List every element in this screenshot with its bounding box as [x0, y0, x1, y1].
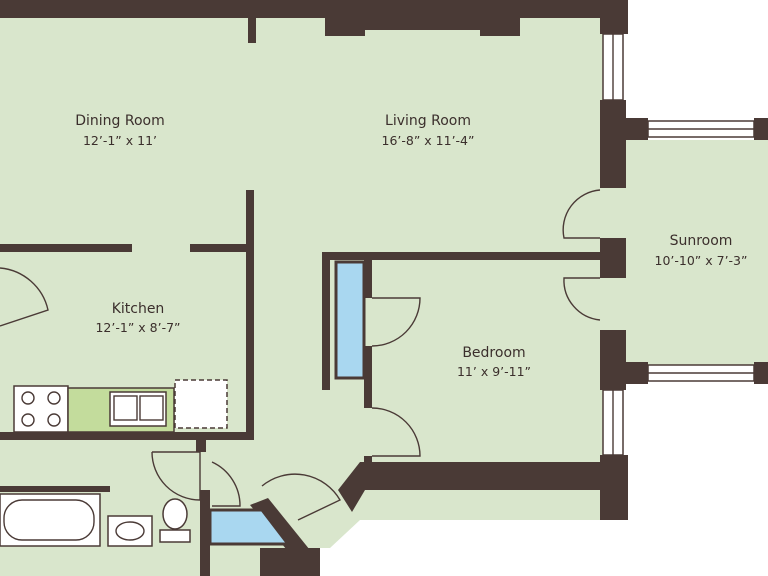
bedroom-closet: [334, 260, 366, 380]
room-name-bedroom: Bedroom: [462, 345, 525, 361]
toilet-tank: [159, 529, 191, 543]
room-dims-bedroom: 11’ x 9’-11”: [457, 364, 531, 379]
wall-top-center: [365, 14, 480, 30]
refrigerator: [174, 379, 228, 429]
stove-burner: [21, 413, 35, 427]
bath-sink: [107, 515, 153, 547]
wall-closet-right-lower: [364, 346, 372, 390]
bathtub: [0, 493, 101, 547]
floor-area: [0, 10, 768, 576]
wall-bedroom-top: [322, 252, 600, 260]
wall-right-pier-top: [612, 118, 648, 140]
door-bath-closet[interactable]: [211, 461, 241, 507]
door-entry[interactable]: [261, 473, 341, 521]
wall-top-bump-right: [480, 14, 520, 36]
wall-right-pier-bottom: [612, 362, 648, 384]
room-dims-kitchen: 12’-1” x 8’-7”: [95, 320, 180, 335]
door-sunroom-lower[interactable]: [563, 277, 601, 321]
wall-kitchen-bottom-stub: [196, 432, 206, 452]
wall-corner-top-right: [600, 0, 628, 34]
wall-right-mid: [600, 238, 626, 278]
door-sunroom-upper[interactable]: [562, 189, 601, 239]
wall-sunroom-bottom-corner: [754, 362, 768, 384]
room-dims-sunroom: 10’-10” x 7’-3”: [655, 253, 748, 268]
bathtub-basin: [3, 499, 95, 541]
stove-burner: [47, 413, 61, 427]
room-name-sunroom: Sunroom: [670, 233, 733, 249]
wall-bedroom-left: [322, 252, 330, 390]
bath-closet: [208, 508, 292, 546]
door-kitchen-left[interactable]: [0, 267, 49, 327]
wall-bath-divider: [200, 490, 210, 576]
wall-sunroom-top-corner: [754, 118, 768, 140]
door-bath[interactable]: [151, 451, 201, 501]
stove-burner: [21, 391, 35, 405]
wall-top: [0, 0, 612, 18]
wall-dining-kitchen-left: [0, 244, 132, 252]
room-dims-living: 16’-8” x 11’-4”: [382, 133, 475, 148]
sink-basin-right: [139, 395, 164, 421]
kitchen-sink: [109, 391, 167, 427]
wall-kitchen-right: [246, 190, 254, 440]
room-name-dining: Dining Room: [75, 113, 165, 129]
sink-basin-left: [113, 395, 138, 421]
wall-right-upper: [600, 100, 626, 188]
wall-dining-kitchen-right: [190, 244, 254, 252]
stove: [13, 385, 69, 433]
wall-bath-top-left: [0, 486, 110, 492]
wall-bottom: [338, 462, 628, 520]
wall-closet-right: [364, 252, 372, 298]
wall-bedroom-left-bottom: [364, 456, 372, 490]
door-bedroom-entry[interactable]: [371, 407, 421, 457]
wall-bottom-left: [260, 548, 320, 576]
room-name-living: Living Room: [385, 113, 471, 129]
room-dims-dining: 12’-1” x 11’: [83, 133, 157, 148]
stove-burner: [47, 391, 61, 405]
wall-top-bump-left: [325, 14, 365, 36]
wall-kitchen-bottom: [0, 432, 254, 440]
bath-sink-basin: [115, 521, 145, 541]
toilet: [162, 498, 188, 530]
room-name-kitchen: Kitchen: [112, 301, 165, 317]
wall-interior-stub-top: [248, 15, 256, 43]
wall-bedroom-left-lower: [364, 380, 372, 408]
door-bedroom-closet[interactable]: [371, 297, 421, 347]
